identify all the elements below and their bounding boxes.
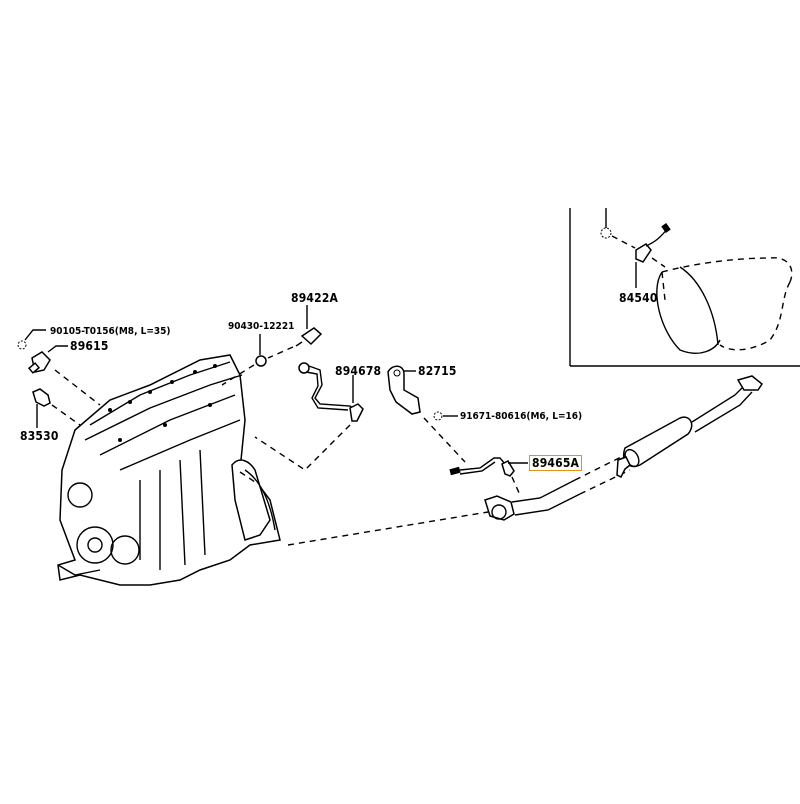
bolt-m8-icon	[17, 329, 46, 350]
sensor-89422a-icon	[221, 305, 323, 386]
sensor-83530-icon	[32, 388, 81, 428]
callout-sensor-84540[interactable]: 84540	[619, 291, 658, 305]
callout-sensor-83530[interactable]: 83530	[20, 429, 59, 443]
callout-bracket-82715[interactable]: 82715	[418, 364, 457, 378]
switch-84540-icon	[600, 208, 671, 288]
callout-bolt-m6[interactable]: 91671-80616(M6, L=16)	[460, 411, 583, 422]
transmission-illustration	[656, 257, 793, 354]
knock-sensor-89615-icon	[27, 345, 101, 406]
callout-gasket-90430[interactable]: 90430-12221	[228, 321, 295, 332]
callout-oxygen-sensor-89465a[interactable]: 89465A	[529, 455, 583, 471]
engine-detail-dots	[108, 364, 217, 442]
bolt-m6-icon	[423, 411, 466, 463]
oxygen-sensor-894678-icon	[254, 362, 364, 471]
bracket-82715-icon	[387, 365, 421, 415]
callout-oxygen-sensor-894678[interactable]: 894678	[335, 364, 382, 378]
callout-sensor-89422a[interactable]: 89422A	[291, 291, 339, 305]
leader-dash	[239, 471, 256, 483]
engine-illustration	[57, 354, 281, 586]
callout-knock-sensor-89615[interactable]: 89615	[70, 339, 109, 353]
oxygen-sensor-89465a-icon	[449, 457, 528, 496]
inset-frame	[569, 208, 800, 367]
exhaust-pipe-illustration	[287, 375, 764, 546]
gasket-90430-icon	[255, 334, 267, 367]
callout-bolt-m8[interactable]: 90105-T0156(M8, L=35)	[50, 326, 171, 337]
